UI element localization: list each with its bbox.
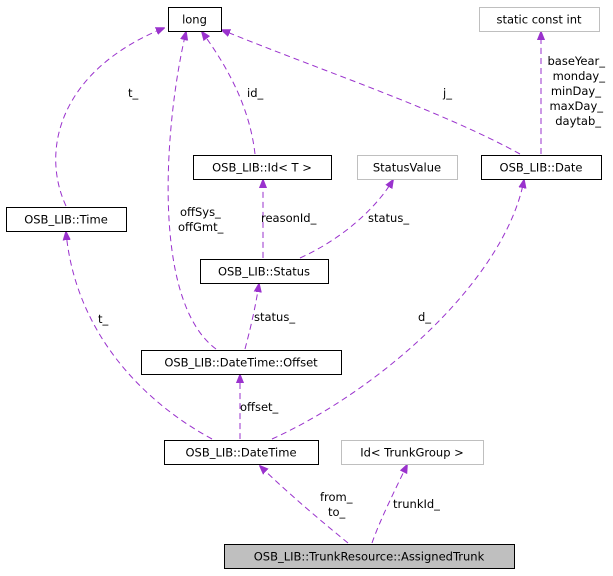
- edge-label-date-sci: baseYear_: [547, 54, 605, 68]
- node-box: [193, 155, 332, 180]
- edge-dt-to-date: [271, 180, 524, 440]
- node-box: [141, 350, 342, 375]
- edge-label-offset-long: offSys_: [180, 205, 221, 219]
- edge-label-date-long: j_: [442, 86, 452, 100]
- node-label: OSB_LIB::DateTime::Offset: [164, 356, 318, 370]
- node-label: OSB_LIB::DateTime: [185, 446, 296, 460]
- node-box: [168, 7, 222, 32]
- edge-label-date-sci: daytab_: [555, 114, 601, 128]
- node-box: [357, 155, 458, 180]
- node-label: StatusValue: [373, 161, 441, 175]
- edge-label-date-sci: maxDay_: [549, 99, 603, 113]
- edge-label-offset-status: status_: [254, 310, 295, 324]
- node-label: OSB_LIB::Status: [218, 265, 310, 279]
- edge-label-dt-offset: offset_: [240, 400, 279, 414]
- edge-status-to-sv: [299, 180, 393, 259]
- edge-label-status-idT: reasonId_: [261, 211, 317, 225]
- node-status[interactable]: OSB_LIB::Status: [200, 259, 329, 284]
- node-box: [224, 544, 515, 569]
- node-dt[interactable]: OSB_LIB::DateTime: [164, 440, 319, 465]
- node-label: OSB_LIB::TrunkResource::AssignedTrunk: [254, 550, 485, 564]
- node-box: [200, 259, 329, 284]
- node-time[interactable]: OSB_LIB::Time: [6, 207, 127, 232]
- edge-offset-to-long: [167, 32, 217, 350]
- node-box: [164, 440, 319, 465]
- node-label: OSB_LIB::Time: [24, 213, 108, 227]
- node-offset[interactable]: OSB_LIB::DateTime::Offset: [141, 350, 342, 375]
- edge-dt-to-time: [66, 232, 213, 440]
- edge-idT-to-long: [202, 32, 256, 155]
- node-idT[interactable]: OSB_LIB::Id< T >: [193, 155, 332, 180]
- node-sci[interactable]: static const int: [479, 7, 600, 32]
- edge-at-to-dt: [260, 466, 349, 544]
- edge-at-to-idtg: [371, 465, 407, 544]
- edge-label-at-dt: from_: [320, 490, 353, 504]
- node-date[interactable]: OSB_LIB::Date: [481, 155, 602, 180]
- node-long[interactable]: long: [168, 7, 222, 32]
- node-box: [481, 155, 602, 180]
- node-label: Id< TrunkGroup >: [360, 446, 464, 460]
- edge-label-date-sci: monday_: [553, 69, 606, 83]
- edge-label-at-idtg: trunkId_: [393, 497, 440, 511]
- node-at[interactable]: OSB_LIB::TrunkResource::AssignedTrunk: [224, 544, 515, 569]
- node-label: OSB_LIB::Id< T >: [212, 161, 312, 175]
- edge-time-to-long: [55, 28, 164, 207]
- edge-label-at-dt: to_: [328, 505, 346, 519]
- node-label: OSB_LIB::Date: [500, 161, 583, 175]
- edge-label-time-long: t_: [128, 86, 139, 100]
- node-label: static const int: [496, 13, 582, 27]
- edge-labels: t_ id_ offSys_offGmt_ j_ baseYear_monday_min…: [98, 54, 605, 519]
- node-idtg[interactable]: Id< TrunkGroup >: [341, 440, 484, 465]
- node-box: [341, 440, 484, 465]
- edges: [55, 28, 541, 544]
- edge-label-status-sv: status_: [368, 211, 409, 225]
- node-label: long: [182, 13, 207, 27]
- node-box: [6, 207, 127, 232]
- edge-label-dt-time: t_: [98, 312, 109, 326]
- edge-label-date-sci: minDay_: [551, 84, 601, 98]
- edge-label-offset-long: offGmt_: [178, 220, 224, 234]
- edge-offset-to-status: [244, 284, 259, 350]
- edge-date-to-long: [222, 30, 521, 155]
- node-sv[interactable]: StatusValue: [357, 155, 458, 180]
- edge-label-idT-long: id_: [247, 86, 263, 100]
- edge-label-dt-date: d_: [418, 310, 431, 324]
- node-box: [479, 7, 600, 32]
